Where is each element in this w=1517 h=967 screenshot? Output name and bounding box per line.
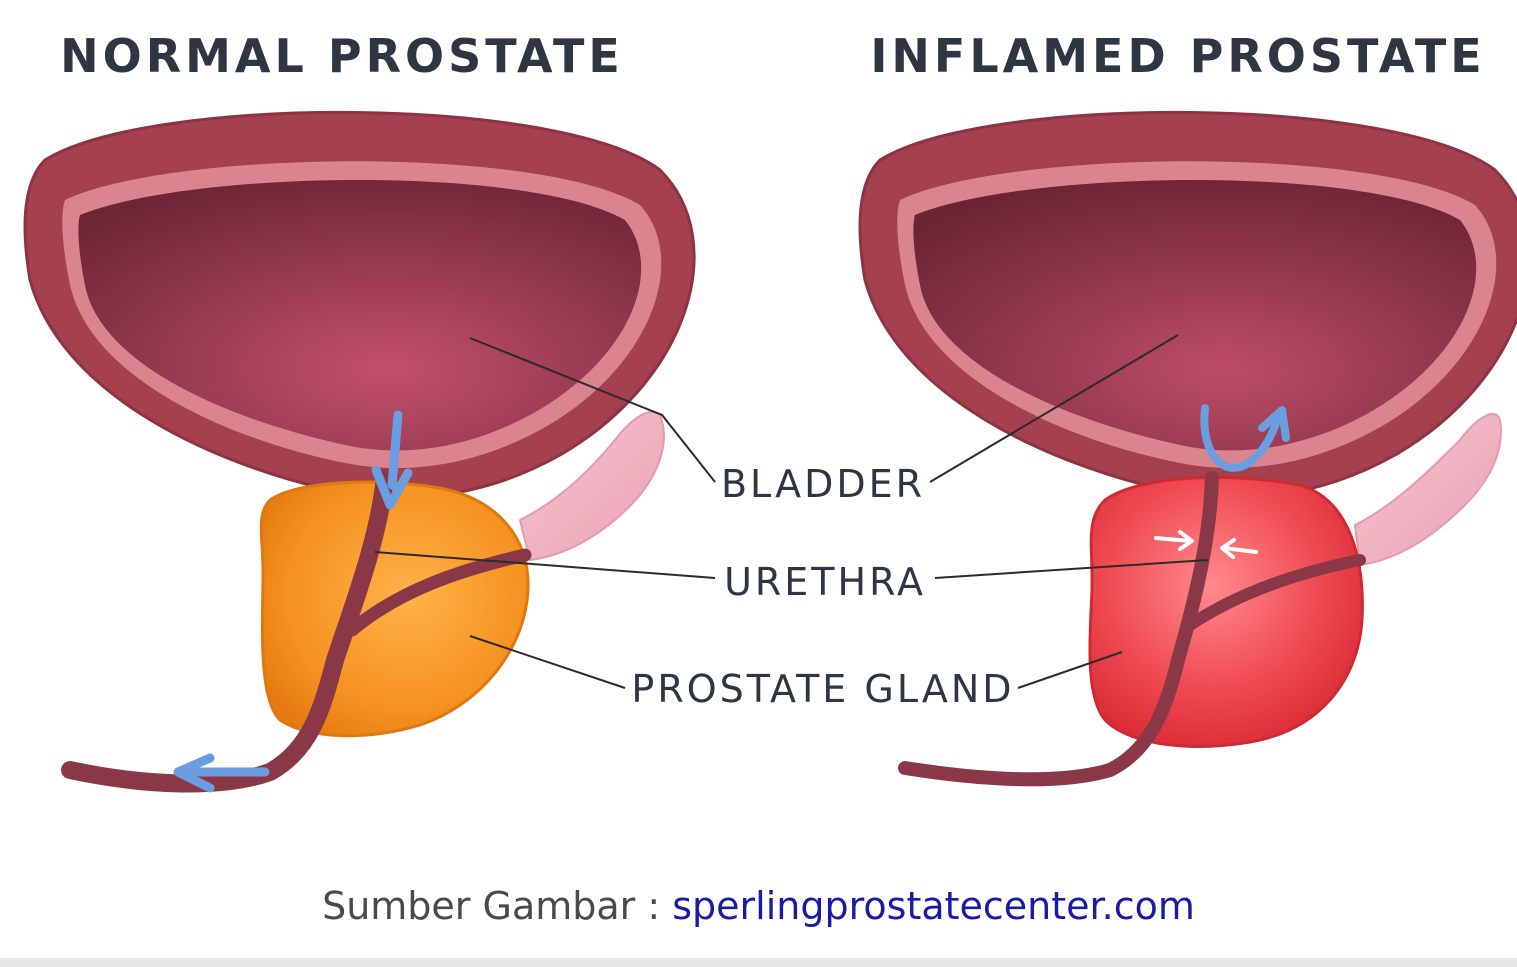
normal-ejaculatory-duct: [345, 548, 532, 637]
label-bladder: BLADDER: [721, 462, 925, 506]
inflamed-flow-arrow-up-icon: [1200, 404, 1290, 472]
leader-bladder-right: [929, 334, 1179, 483]
inflamed-urethra: [898, 471, 1219, 787]
inflamed-bladder-cavity: [913, 180, 1477, 451]
leader-urethra-left: [374, 551, 716, 579]
caption-source-link[interactable]: sperlingprostatecenter.com: [672, 884, 1195, 928]
leader-prostate-left: [469, 635, 626, 689]
normal-bladder-cavity: [78, 180, 642, 451]
leader-urethra-right: [934, 559, 1209, 579]
leader-lines: [374, 334, 1209, 689]
inflamed-prostate-title: INFLAMED PROSTATE: [870, 29, 1485, 83]
leader-bladder-left: [469, 337, 716, 483]
caption-prefix: Sumber Gambar :: [322, 884, 673, 928]
inflamed-compression-arrow-right-icon: [1154, 530, 1194, 551]
leader-prostate-right: [1017, 651, 1123, 689]
inflamed-prostate-gland: [1088, 475, 1364, 748]
normal-prostate-gland: [259, 480, 530, 738]
normal-flow-arrow-down-icon: [371, 410, 413, 510]
inflamed-seminal-vesicle: [1353, 413, 1502, 567]
normal-urethra: [61, 469, 394, 793]
normal-flow-arrow-left-icon: [173, 753, 270, 793]
label-prostate-gland: PROSTATE GLAND: [631, 667, 1014, 711]
normal-prostate-title: NORMAL PROSTATE: [60, 29, 624, 83]
bottom-divider: [0, 958, 1517, 967]
inflamed-ejaculatory-duct: [1184, 554, 1366, 631]
image-source-caption: Sumber Gambar : sperlingprostatecenter.c…: [0, 884, 1517, 928]
inflamed-prostate-illustration: [858, 111, 1517, 787]
label-urethra: URETHRA: [724, 560, 926, 604]
normal-prostate-illustration: [23, 111, 696, 793]
inflamed-compression-arrow-left-icon: [1220, 538, 1258, 559]
